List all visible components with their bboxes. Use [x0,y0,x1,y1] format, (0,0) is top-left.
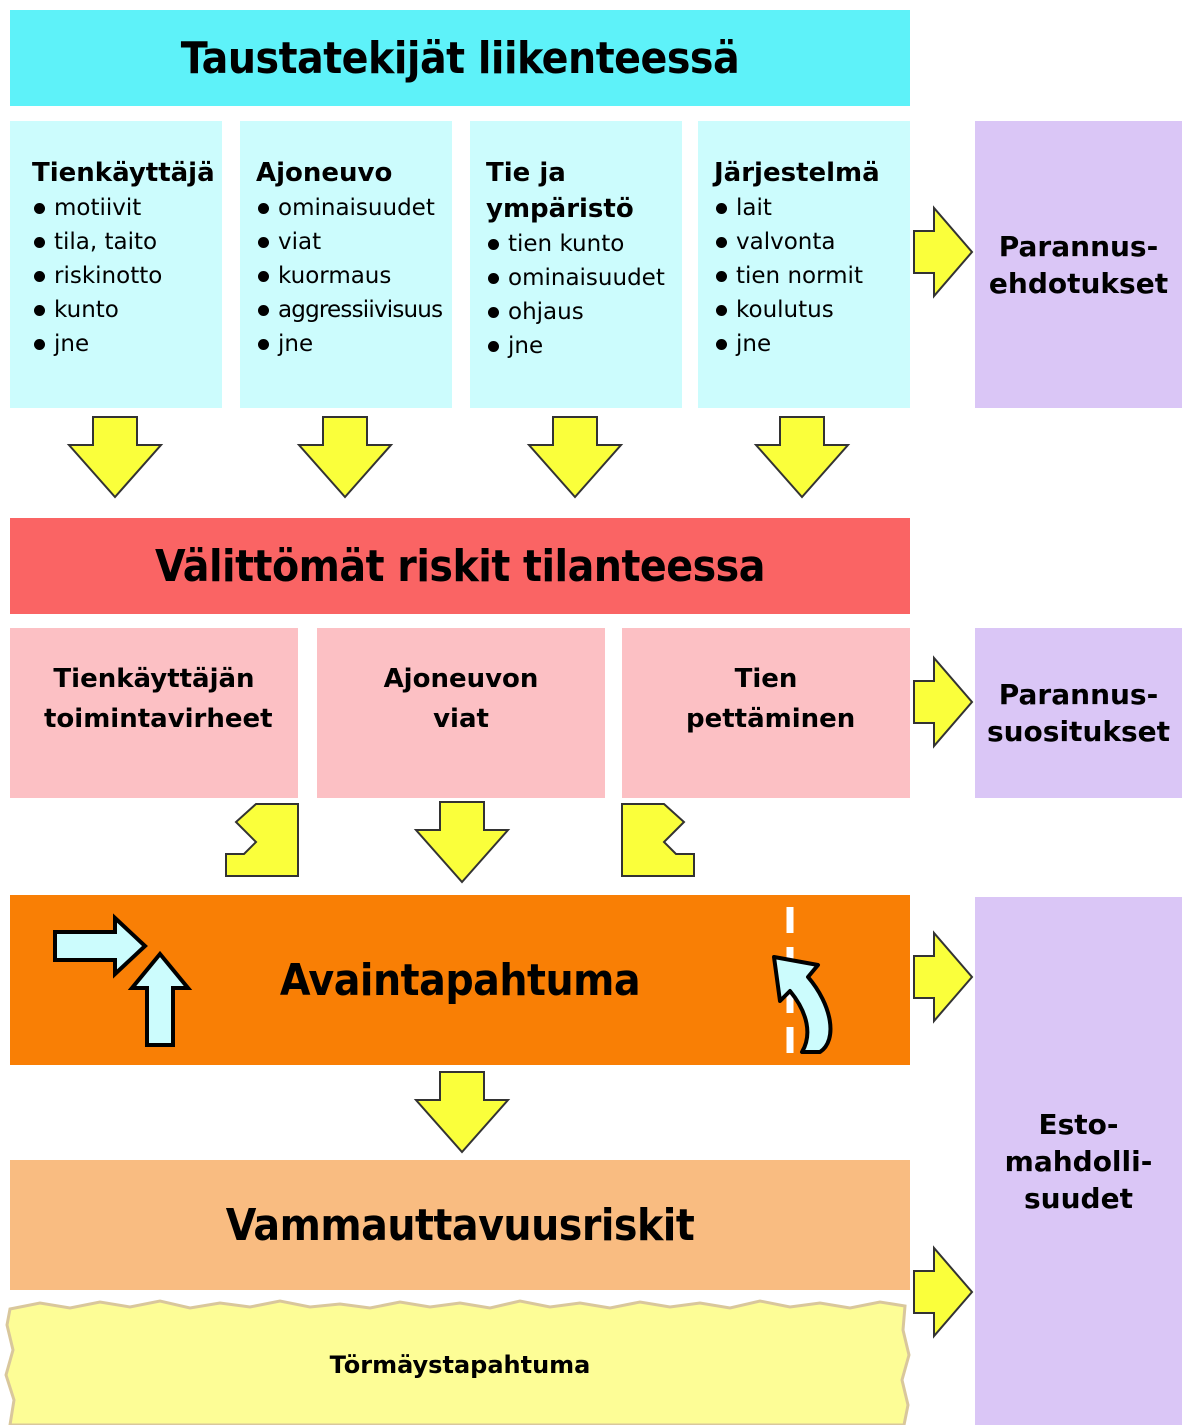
category-title: Ajoneuvo [256,158,393,188]
down-arrow-icon [526,416,624,499]
list-item: kunto [32,293,222,327]
right-arrow-icon [913,1245,974,1339]
category-list: lait valvonta tien normit koulutus jne [714,191,910,361]
list-item: tien normit [714,259,910,293]
improvement-recommendations-label: Parannus- suositukset [986,678,1171,748]
right-arrow-icon [913,655,974,749]
prevention-possibilities-label: Esto- mahdolli- suudet [1004,1107,1153,1215]
list-item: motiivit [32,191,222,225]
lane-change-icon [772,907,833,1063]
list-item: jne [486,329,682,363]
category-vehicle: Ajoneuvo ominaisuudet viat kuormaus aggr… [240,121,452,408]
right-arrow-icon [913,930,974,1024]
improvement-suggestions-label: Parannus- ehdotukset [988,229,1169,300]
improvement-suggestions-box: Parannus- ehdotukset [975,121,1182,408]
list-item: kuormaus [256,259,452,293]
prevention-possibilities-box: Esto- mahdolli- suudet [975,897,1182,1425]
risk-label: Tienkäyttäjän toimintavirheet [44,664,273,734]
improvement-recommendations-box: Parannus- suositukset [975,628,1182,798]
category-title: Järjestelmä [714,158,880,188]
injury-risks-title: Vammauttavuusriskit [10,1160,910,1290]
down-arrow-icon [296,416,394,499]
list-item: ominaisuudet [256,191,452,225]
background-factors-title-text: Taustatekijät liikenteessä [180,32,740,84]
category-road-user: Tienkäyttäjä motiivit tila, taito riskin… [10,121,222,408]
collision-torn-box [4,1299,911,1425]
category-system: Järjestelmä lait valvonta tien normit ko… [698,121,910,408]
collision-label-wrap: Törmäystapahtuma [10,1305,910,1425]
list-item: ohjaus [486,295,682,329]
list-item: lait [714,191,910,225]
category-title: Tie ja ympäristö [486,158,634,224]
list-item: koulutus [714,293,910,327]
risk-label: Tien pettäminen [686,664,856,734]
down-arrow-icon [413,1071,511,1154]
category-title: Tienkäyttäjä [32,158,215,188]
immediate-risks-title-text: Välittömät riskit tilanteessa [155,540,765,592]
risk-road-user-errors: Tienkäyttäjän toimintavirheet [10,628,298,798]
list-item: tien kunto [486,227,682,261]
injury-risks-title-text: Vammauttavuusriskit [225,1199,695,1251]
down-arrow-icon [413,801,511,884]
risk-road-failure: Tien pettäminen [622,628,910,798]
list-item: viat [256,225,452,259]
list-item: ominaisuudet [486,261,682,295]
down-arrow-icon [66,416,164,499]
background-factors-title: Taustatekijät liikenteessä [10,10,910,106]
collision-label: Törmäystapahtuma [329,1351,591,1379]
diagonal-down-right-arrow-icon [225,803,299,877]
immediate-risks-title: Välittömät riskit tilanteessa [10,518,910,614]
list-item: jne [714,327,910,361]
key-event-title: Avaintapahtuma [279,954,641,1006]
risk-vehicle-faults: Ajoneuvon viat [317,628,605,798]
turning-arrows-icon [53,913,193,1047]
diagonal-down-left-arrow-icon [621,803,695,877]
list-item: tila, taito [32,225,222,259]
list-item: aggressiivisuus [256,293,452,327]
category-list: motiivit tila, taito riskinotto kunto jn… [32,191,222,361]
list-item: jne [256,327,452,361]
down-arrow-icon [753,416,851,499]
list-item: valvonta [714,225,910,259]
list-item: jne [32,327,222,361]
category-road-environment: Tie ja ympäristö tien kunto ominaisuudet… [470,121,682,408]
list-item: riskinotto [32,259,222,293]
right-arrow-icon [913,205,974,299]
category-list: ominaisuudet viat kuormaus aggressiivisu… [256,191,452,361]
category-list: tien kunto ominaisuudet ohjaus jne [486,227,682,363]
risk-label: Ajoneuvon viat [383,664,539,734]
